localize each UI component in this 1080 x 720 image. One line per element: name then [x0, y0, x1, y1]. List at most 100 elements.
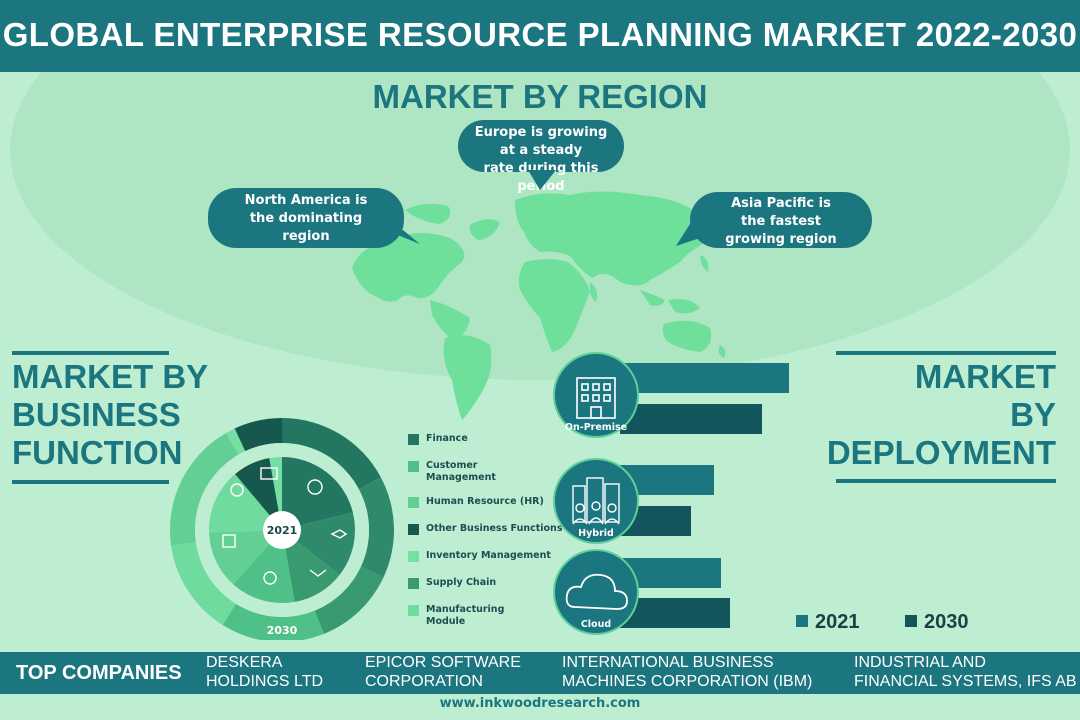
legend-swatch: [408, 461, 419, 472]
legend-swatch: [408, 605, 419, 616]
donut-outer-segment: [314, 566, 384, 634]
plant-hand-icon: [309, 569, 327, 577]
gear-icon: [230, 483, 244, 497]
cloud-label: Cloud: [580, 619, 612, 630]
legend-label: Manufacturing Module: [426, 604, 505, 627]
callout-line: Asia Pacific is: [731, 196, 831, 211]
donut-outer-segment: [222, 603, 324, 640]
title-line: BY: [1010, 396, 1056, 433]
legend-swatch-2021: [796, 615, 808, 627]
inner-year-label: 2021: [267, 524, 298, 537]
legend-item-inventory-management: Inventory Management: [408, 550, 551, 562]
legend-label: Inventory Management: [426, 550, 551, 561]
building-icon: [576, 377, 616, 419]
legend-item-supply-chain: Supply Chain: [408, 577, 496, 589]
deployment-title-rule-bottom: [836, 479, 1056, 483]
company-line: DESKERA: [206, 654, 283, 671]
donut-outer-segment: [171, 542, 236, 625]
legend-item-customer-management: Customer Management: [408, 460, 496, 484]
europe-callout: Europe is growing at a steady rate durin…: [458, 120, 624, 194]
top-companies-bar: TOP COMPANIES DESKERA HOLDINGS LTD EPICO…: [0, 652, 1080, 694]
company-deskera: DESKERA HOLDINGS LTD: [206, 653, 323, 691]
north-america-callout: North America is the dominating region: [208, 188, 404, 248]
legend-swatch: [408, 578, 419, 589]
city-people-icon: [572, 477, 620, 525]
title-line: FUNCTION: [12, 434, 183, 471]
legend-label: Human Resource (HR): [426, 496, 544, 507]
legend-label: Other Business Functions: [426, 523, 563, 534]
legend-label: Customer Management: [426, 460, 496, 483]
deployment-title-rule-top: [836, 351, 1056, 355]
company-line: CORPORATION: [365, 673, 483, 690]
legend-item-manufacturing-module: Manufacturing Module: [408, 604, 506, 628]
donut-outer-segment: [234, 418, 282, 452]
legend-item-finance: Finance: [408, 433, 468, 445]
callout-line: region: [282, 229, 330, 244]
legend-label-2021: 2021: [815, 611, 860, 633]
legend-label: Supply Chain: [426, 577, 497, 588]
company-line: INTERNATIONAL BUSINESS: [562, 654, 774, 671]
legend-swatch: [408, 434, 419, 445]
deployment-bar-on-premise-2030: [620, 404, 762, 434]
hybrid-label: Hybrid: [578, 528, 614, 539]
legend-swatch: [408, 524, 419, 535]
callout-line: the dominating: [249, 211, 363, 226]
legend-item-human-resource: Human Resource (HR): [408, 496, 544, 508]
donut-inner-segment: [235, 458, 282, 530]
company-ifs: INDUSTRIAL AND FINANCIAL SYSTEMS, IFS AB: [854, 653, 1077, 691]
donut-inner-segment: [209, 530, 282, 585]
callout-line: the fastest: [741, 214, 821, 229]
donut-outer-segment: [170, 433, 239, 546]
title-line: MARKET: [914, 358, 1056, 395]
money-icon: [307, 479, 323, 495]
website-link[interactable]: www.inkwoodresearch.com: [439, 696, 641, 711]
business-function-title: MARKET BY BUSINESS FUNCTION: [12, 358, 208, 472]
callout-line: North America is: [244, 193, 368, 208]
page-title: GLOBAL ENTERPRISE RESOURCE PLANNING MARK…: [0, 0, 1080, 72]
legend-label-2030: 2030: [924, 611, 969, 633]
deployment-bar-cloud-2030: [620, 598, 730, 628]
legend-label: Finance: [426, 433, 468, 444]
on-premise-badge: On-Premise: [553, 352, 639, 438]
region-section-title: MARKET BY REGION: [372, 78, 708, 115]
outer-year-label: 2030: [267, 624, 298, 637]
donut-inner-segment: [209, 474, 282, 533]
cloud-badge: Cloud: [553, 549, 639, 635]
title-line: DEPLOYMENT: [826, 434, 1056, 471]
company-epicor: EPICOR SOFTWARE CORPORATION: [365, 653, 521, 691]
company-line: HOLDINGS LTD: [206, 673, 324, 690]
title-line: BUSINESS: [12, 396, 181, 433]
legend-item-other-business-functions: Other Business Functions: [408, 523, 562, 535]
callout-line: Europe is growing: [474, 125, 608, 140]
person-icon: [263, 571, 277, 585]
donut-outer-segment: [358, 477, 394, 578]
business-title-rule-top: [12, 351, 169, 355]
handshake-icon: [330, 529, 348, 539]
company-ibm: INTERNATIONAL BUSINESS MACHINES CORPORAT…: [562, 653, 812, 691]
callout-line: growing region: [725, 232, 837, 247]
donut-center: [263, 511, 301, 549]
business-function-donut: 2021 2030: [170, 418, 394, 640]
donut-outer-segment: [226, 428, 246, 455]
deployment-bar-on-premise-2021: [620, 363, 789, 393]
donut-inner-segment: [282, 530, 340, 602]
on-premise-label: On-Premise: [564, 422, 628, 433]
callout-line: at a steady: [499, 143, 583, 158]
company-line: MACHINES CORPORATION (IBM): [562, 673, 813, 690]
hybrid-badge: Hybrid: [553, 458, 639, 544]
legend-swatch: [408, 551, 419, 562]
top-companies-title: TOP COMPANIES: [16, 662, 182, 684]
company-line: FINANCIAL SYSTEMS, IFS AB: [854, 673, 1077, 690]
store-icon: [260, 467, 278, 480]
deployment-title: MARKET BY DEPLOYMENT: [820, 358, 1056, 472]
legend-swatch-2030: [905, 615, 917, 627]
inventory-icon: [222, 534, 236, 548]
donut-outer-segment: [282, 418, 381, 490]
business-title-rule-bottom: [12, 480, 169, 484]
company-line: INDUSTRIAL AND: [854, 654, 986, 671]
legend-swatch: [408, 497, 419, 508]
title-line: MARKET BY: [12, 358, 209, 395]
asia-pacific-callout: Asia Pacific is the fastest growing regi…: [690, 192, 872, 248]
company-line: EPICOR SOFTWARE: [365, 654, 521, 671]
